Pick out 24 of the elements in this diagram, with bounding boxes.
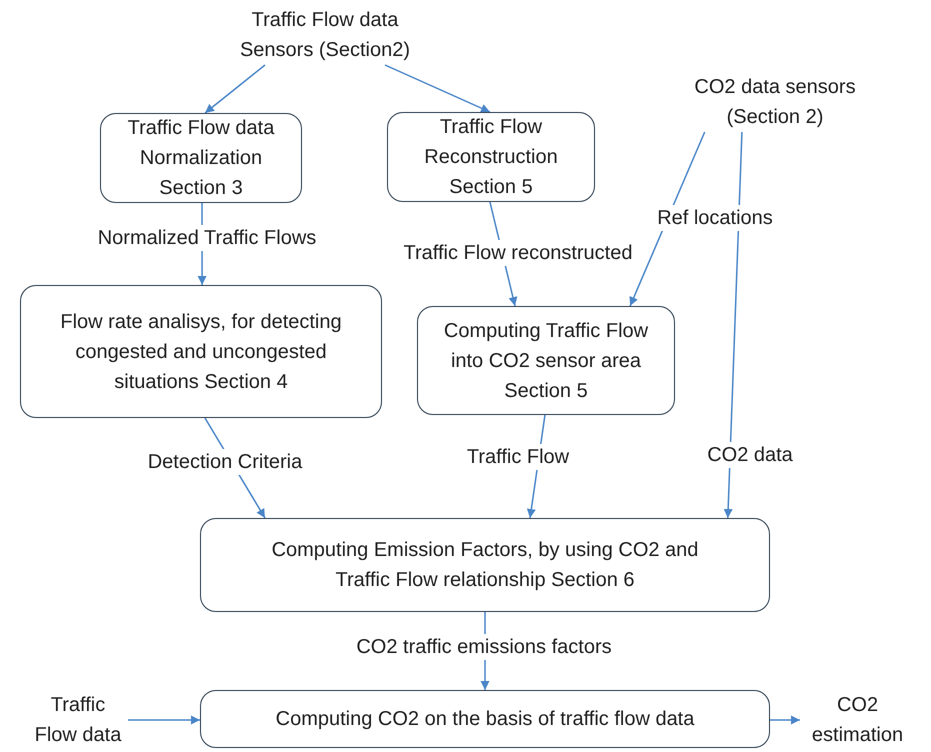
arrow [204, 64, 266, 114]
arrow [384, 64, 490, 113]
edge-label: CO2 data [705, 442, 795, 468]
process-box [200, 690, 770, 748]
process-box [20, 285, 382, 418]
process-box [417, 306, 675, 415]
process-box [200, 518, 770, 612]
source-label: Traffic Flow data [34, 693, 122, 748]
source-label: Traffic Flow data Sensors (Section2) [238, 8, 412, 63]
arrow [128, 716, 200, 724]
edge-label: Traffic Flow [464, 444, 572, 470]
process-box [100, 113, 302, 203]
box-text: Flow rate analisys, for detecting congested and uncongested situations Section 4 [59, 310, 343, 394]
source-label: CO2 estimation [810, 693, 904, 748]
box-text: Traffic Flow Reconstruction Section 5 [423, 115, 559, 200]
edge-label: CO2 traffic emissions factors [354, 634, 614, 660]
source-label: CO2 data sensors (Section 2) [693, 75, 857, 130]
box-text: Traffic Flow data Normalization Section 3 [126, 116, 276, 201]
edge-label: Traffic Flow reconstructed [402, 240, 634, 266]
box-text: Computing CO2 on the basis of traffic flow data [276, 707, 694, 732]
arrow [770, 716, 800, 724]
process-box [387, 112, 595, 202]
box-text: Computing Emission Factors, by using CO2 and Traffic Flow relationship Section 6 [270, 538, 700, 593]
box-text: Computing Traffic Flow into CO2 sensor area Section 5 [442, 318, 650, 404]
